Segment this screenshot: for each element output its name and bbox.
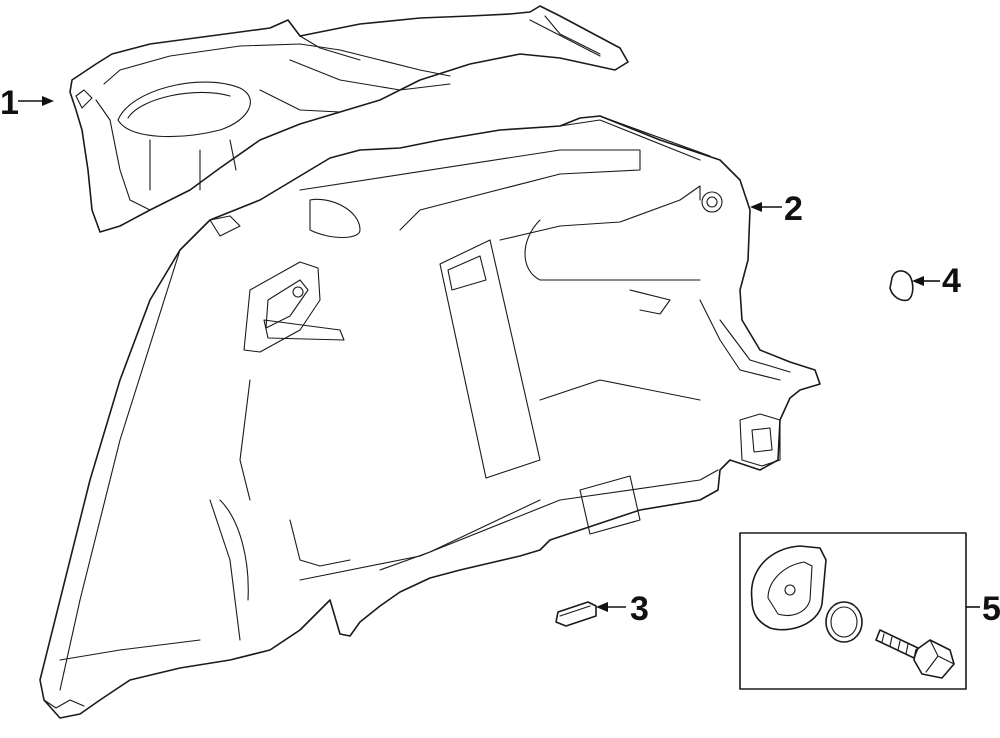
hardware-kit-box bbox=[739, 532, 967, 690]
callout-5: 5 bbox=[982, 590, 1000, 628]
lower-quarter-trim-panel-part bbox=[39, 115, 821, 719]
small-cap-part bbox=[555, 601, 597, 627]
leader-lines bbox=[18, 96, 980, 612]
callout-2: 2 bbox=[784, 190, 803, 228]
upper-quarter-trim-part bbox=[69, 5, 629, 233]
callout-4: 4 bbox=[942, 262, 961, 300]
washer bbox=[825, 601, 863, 643]
callout-3: 3 bbox=[630, 590, 649, 628]
mounting-bracket bbox=[750, 545, 827, 631]
hardware-kit-part bbox=[739, 532, 967, 690]
callout-1: 1 bbox=[0, 84, 19, 122]
round-plug-part bbox=[889, 270, 914, 302]
bolt bbox=[875, 629, 955, 679]
